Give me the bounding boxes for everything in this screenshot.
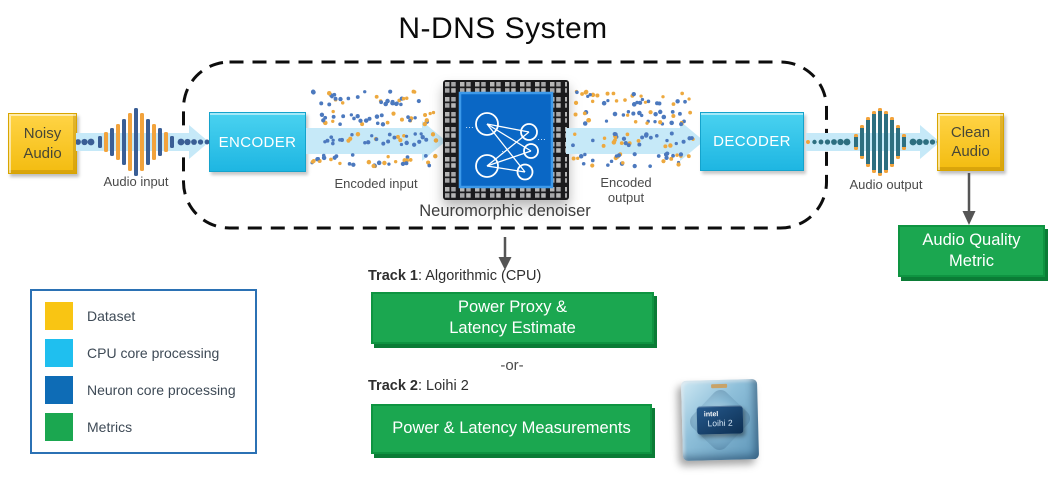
loihi2-chip-icon: intel Loihi 2 [680, 379, 760, 461]
noisy-audio-box: Noisy Audio [8, 113, 77, 174]
audio-quality-metric-box: Audio Quality Metric [898, 225, 1045, 277]
decoder-box: DECODER [700, 112, 804, 171]
encoder-box: ENCODER [209, 112, 306, 172]
svg-text:…: … [537, 132, 546, 142]
denoiser-label: Neuromorphic denoiser [419, 202, 591, 220]
legend: Dataset CPU core processing Neuron core … [30, 289, 257, 454]
legend-item-dataset: Dataset [45, 302, 255, 330]
track2-metric-box: Power & Latency Measurements [371, 404, 652, 454]
neuromorphic-chip-icon: … … … [443, 80, 569, 200]
down-arrow-icon [962, 173, 976, 225]
encoded-input-raster [306, 89, 446, 169]
encoded-output-raster [566, 89, 704, 169]
down-arrow-icon [498, 237, 512, 270]
svg-text:…: … [501, 144, 510, 154]
track2-label: Track 2: Loihi 2 [368, 378, 469, 394]
audio-input-waveform [76, 108, 209, 176]
or-label: -or- [500, 357, 524, 374]
encoded-output-label: Encoded output [600, 175, 652, 205]
chip-label: intel Loihi 2 [696, 405, 744, 435]
legend-item-cpu: CPU core processing [45, 339, 255, 367]
metrics-swatch [45, 413, 73, 441]
neuron-swatch [45, 376, 73, 404]
svg-text:…: … [465, 120, 474, 130]
dataset-swatch [45, 302, 73, 330]
page-title: N-DNS System [398, 12, 608, 45]
audio-output-waveform [806, 108, 940, 176]
clean-audio-box: Clean Audio [937, 113, 1004, 171]
legend-item-metrics: Metrics [45, 413, 255, 441]
encoded-input-label: Encoded input [334, 176, 418, 191]
track1-metric-box: Power Proxy & Latency Estimate [371, 292, 654, 344]
legend-item-neuron: Neuron core processing [45, 376, 255, 404]
track1-label: Track 1: Algorithmic (CPU) [368, 268, 542, 284]
cpu-swatch [45, 339, 73, 367]
audio-output-label: Audio output [849, 177, 923, 192]
chip-notch [711, 383, 728, 389]
audio-input-label: Audio input [103, 174, 169, 189]
